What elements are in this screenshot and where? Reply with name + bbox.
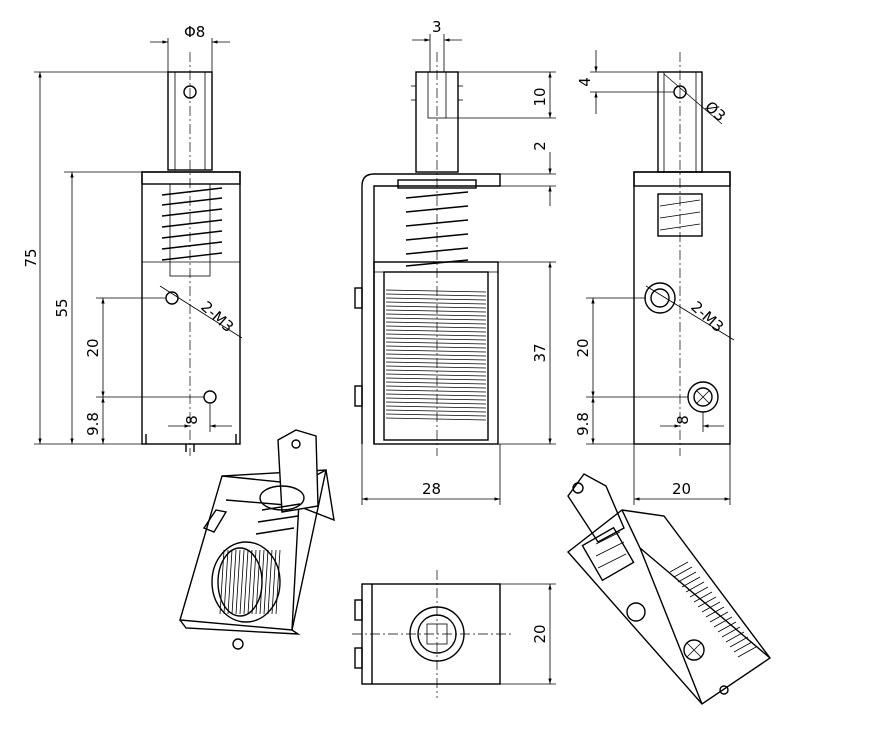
dim-body-height: 55 [53, 298, 71, 317]
front-view: Φ8 75 55 20 9.8 8 2-M3 [22, 23, 243, 456]
dim-thread-label: 2-M3 [197, 298, 237, 336]
dim-bottom-depth: 20 [531, 624, 549, 643]
dim-hole-offset: 9.8 [84, 412, 102, 436]
dim-body-width: 20 [672, 480, 691, 498]
right-view: 4 Ø3 2-M3 20 9.8 8 20 [574, 50, 735, 505]
dim-shaft-diameter: Φ8 [184, 23, 205, 41]
coil-winding [385, 289, 487, 421]
iso-coil-winding-left [219, 549, 281, 615]
dim-plunger-gap: 2 [531, 141, 549, 151]
dim-plunger-width: 3 [432, 18, 442, 36]
dim-plunger-slot: 10 [531, 87, 549, 106]
dim-right-hole-spacing: 20 [574, 338, 592, 357]
dim-hole-spacing: 20 [84, 338, 102, 357]
dim-frame-width: 28 [422, 480, 441, 498]
dim-coil-height: 37 [531, 343, 549, 362]
dim-right-hole-x-offset: 8 [674, 415, 692, 425]
dim-eye-offset: 4 [576, 77, 594, 87]
isometric-view-right [566, 473, 771, 705]
m3-hole-lower [203, 390, 217, 404]
isometric-view-left [179, 429, 335, 650]
dim-right-hole-offset: 9.8 [574, 412, 592, 436]
dim-eye-diameter: Ø3 [701, 98, 729, 126]
side-view: 3 10 2 37 28 [354, 18, 556, 505]
dim-overall-height: 75 [22, 248, 40, 267]
dim-hole-x-offset: 8 [183, 415, 201, 425]
bottom-view: 20 [352, 570, 556, 698]
dim-right-thread: 2-M3 [687, 298, 727, 336]
iso-coil-winding-right [669, 561, 757, 658]
